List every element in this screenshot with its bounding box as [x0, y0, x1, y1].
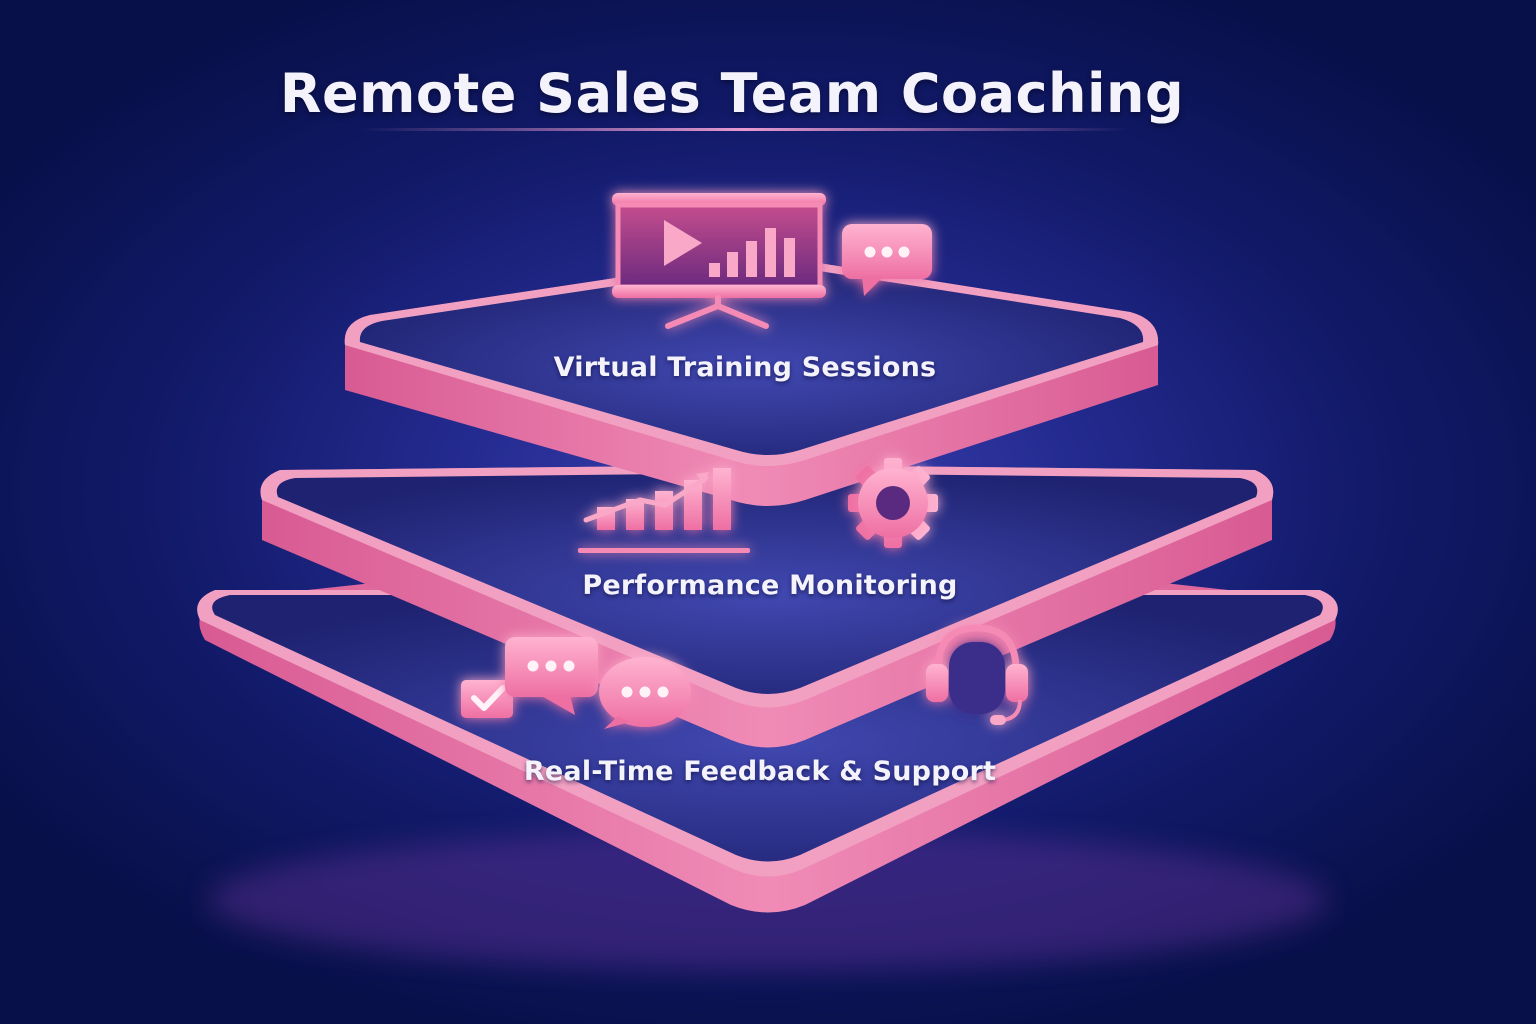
chat-bubble-icon: [505, 637, 598, 715]
checkbox-icon: [461, 680, 513, 718]
page-title: Remote Sales Team Coaching: [279, 62, 1185, 125]
title-underline: [360, 128, 1130, 131]
tier-2-label: Performance Monitoring: [582, 570, 958, 601]
tier-3-label: Real-Time Feedback & Support: [523, 756, 997, 787]
tier-1-label: Virtual Training Sessions: [553, 352, 937, 383]
chat-bubble-icon: [842, 224, 932, 296]
presentation-screen-icon: [612, 193, 826, 329]
speech-bubble-icon: [599, 657, 691, 729]
tier-2-platform: [260, 465, 1274, 748]
tier-1-platform: [344, 255, 1159, 506]
growth-bar-chart-icon: [578, 468, 750, 553]
gear-icon: [848, 458, 938, 548]
headset-icon: [926, 624, 1028, 725]
